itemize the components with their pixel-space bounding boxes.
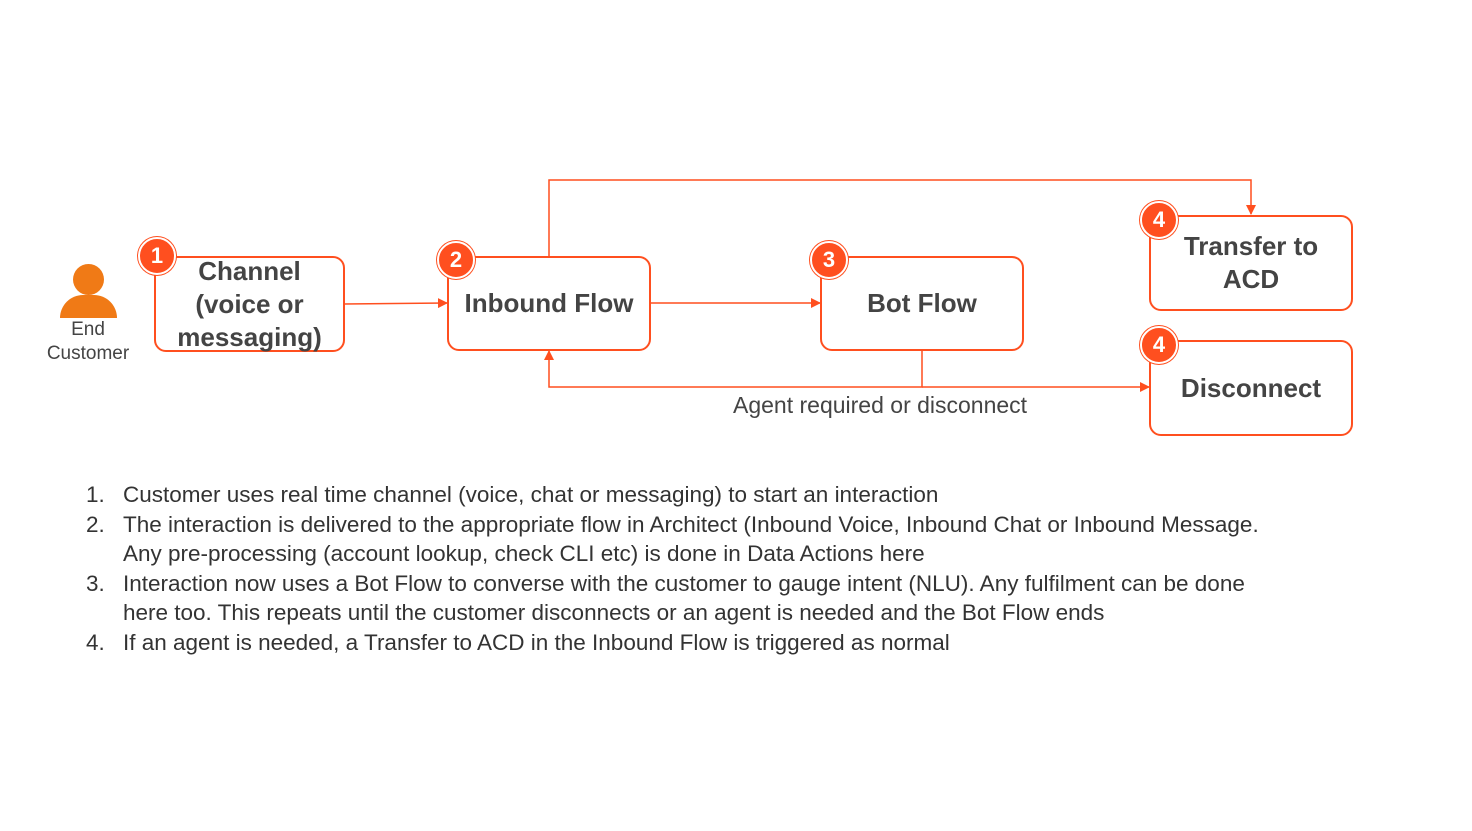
note-item: 2. The interaction is delivered to the a…: [86, 510, 1466, 569]
step-badge-4-transfer: 4: [1140, 201, 1178, 239]
channel-node-line-2: (voice or: [195, 288, 304, 319]
channel-node: Channel (voice or messaging): [154, 256, 345, 352]
notes-list: 1. Customer uses real time channel (voic…: [86, 480, 1466, 657]
person-icon: [60, 264, 117, 318]
transfer-to-acd-node-line-1: Transfer to: [1183, 231, 1319, 261]
end-customer-label-line-2: Customer: [46, 343, 130, 364]
note-text: If an agent is needed, a Transfer to ACD…: [123, 628, 1466, 658]
channel-node-label: Channel (voice or messaging): [177, 255, 322, 354]
disconnect-node: Disconnect: [1149, 340, 1353, 436]
note-3-line-1: Interaction now uses a Bot Flow to conve…: [123, 570, 1245, 596]
note-4-line-1: If an agent is needed, a Transfer to ACD…: [123, 629, 950, 655]
note-item: 4. If an agent is needed, a Transfer to …: [86, 628, 1466, 658]
bot-flow-node-label: Bot Flow: [867, 288, 977, 318]
end-customer-label-line-1: End: [71, 319, 105, 340]
note-item: 1. Customer uses real time channel (voic…: [86, 480, 1466, 510]
note-text: Interaction now uses a Bot Flow to conve…: [123, 569, 1466, 628]
bot-return-edge-label: Agent required or disconnect: [733, 392, 1028, 418]
note-number: 1.: [86, 482, 105, 507]
inbound-flow-node-label: Inbound Flow: [464, 288, 634, 318]
channel-node-line-1: Channel: [198, 255, 301, 286]
note-text: The interaction is delivered to the appr…: [123, 510, 1466, 569]
transfer-to-acd-node-line-2: ACD: [1222, 264, 1280, 294]
arrow-channel-to-inbound: [343, 298, 448, 309]
note-1-line-1: Customer uses real time channel (voice, …: [123, 482, 939, 507]
end-customer-label: End Customer: [38, 318, 138, 366]
channel-node-line-3: messaging): [177, 321, 322, 352]
note-text: Customer uses real time channel (voice, …: [123, 480, 1466, 510]
note-2-line-1: The interaction is delivered to the appr…: [123, 511, 1259, 537]
step-badge-4-disconnect: 4: [1140, 326, 1178, 364]
person-icon-body: [60, 295, 117, 318]
step-badge-1: 1: [138, 237, 176, 275]
inbound-flow-node: Inbound Flow: [447, 256, 651, 351]
disconnect-node-label: Disconnect: [1180, 372, 1322, 403]
arrow-bot-return-to-inbound: [544, 350, 923, 388]
note-2-line-2: Any pre-processing (account lookup, chec…: [123, 541, 925, 566]
transfer-to-acd-node: Transfer to ACD: [1149, 215, 1353, 311]
note-item: 3. Interaction now uses a Bot Flow to co…: [86, 569, 1466, 628]
note-number: 2.: [86, 511, 105, 537]
bot-flow-node: Bot Flow: [820, 256, 1024, 351]
step-badge-3: 3: [810, 241, 848, 279]
step-badge-2: 2: [437, 241, 475, 279]
note-3-line-2: here too. This repeats until the custome…: [123, 600, 1105, 625]
note-number: 4.: [86, 629, 105, 655]
transfer-to-acd-node-label: Transfer to ACD: [1184, 230, 1318, 296]
note-number: 3.: [86, 570, 105, 596]
arrow-inbound-to-transfer: [548, 179, 1256, 256]
person-icon-head: [73, 264, 104, 295]
